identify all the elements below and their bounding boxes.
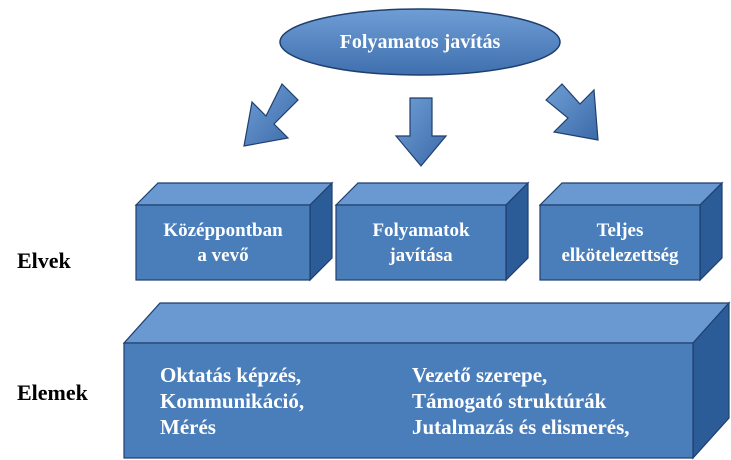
principle-box-3 [538, 181, 724, 282]
elements-right-column: Vezető szerepe, Támogató struktúrák Juta… [412, 362, 630, 440]
top-ellipse-label: Folyamatos javítás [339, 31, 501, 53]
row-label-elvek: Elvek [17, 248, 71, 273]
element-item: Támogató struktúrák [412, 389, 607, 413]
arrow-down-icon [394, 97, 448, 167]
element-item: Vezető szerepe, [412, 363, 548, 387]
arrow-left-icon [243, 82, 299, 147]
principle-1-text: Középpontban a vevő [163, 220, 283, 266]
row-label-elemek: Elemek [17, 380, 88, 405]
element-item: Kommunikáció, [160, 389, 305, 413]
elements-box [122, 301, 731, 460]
element-item: Mérés [160, 415, 216, 439]
element-item: Jutalmazás és elismerés, [412, 415, 630, 439]
element-item: Oktatás képzés, [160, 363, 302, 387]
principle-3-text: Teljes elkötelezettség [561, 220, 679, 266]
elements-left-column: Oktatás képzés, Kommunikáció, Mérés [160, 362, 304, 440]
principle-box-2 [334, 181, 530, 282]
principle-box-1 [134, 181, 334, 282]
principle-2-text: Folyamatok javítása [372, 220, 470, 266]
top-ellipse [279, 8, 561, 76]
arrow-right-icon [545, 83, 599, 141]
